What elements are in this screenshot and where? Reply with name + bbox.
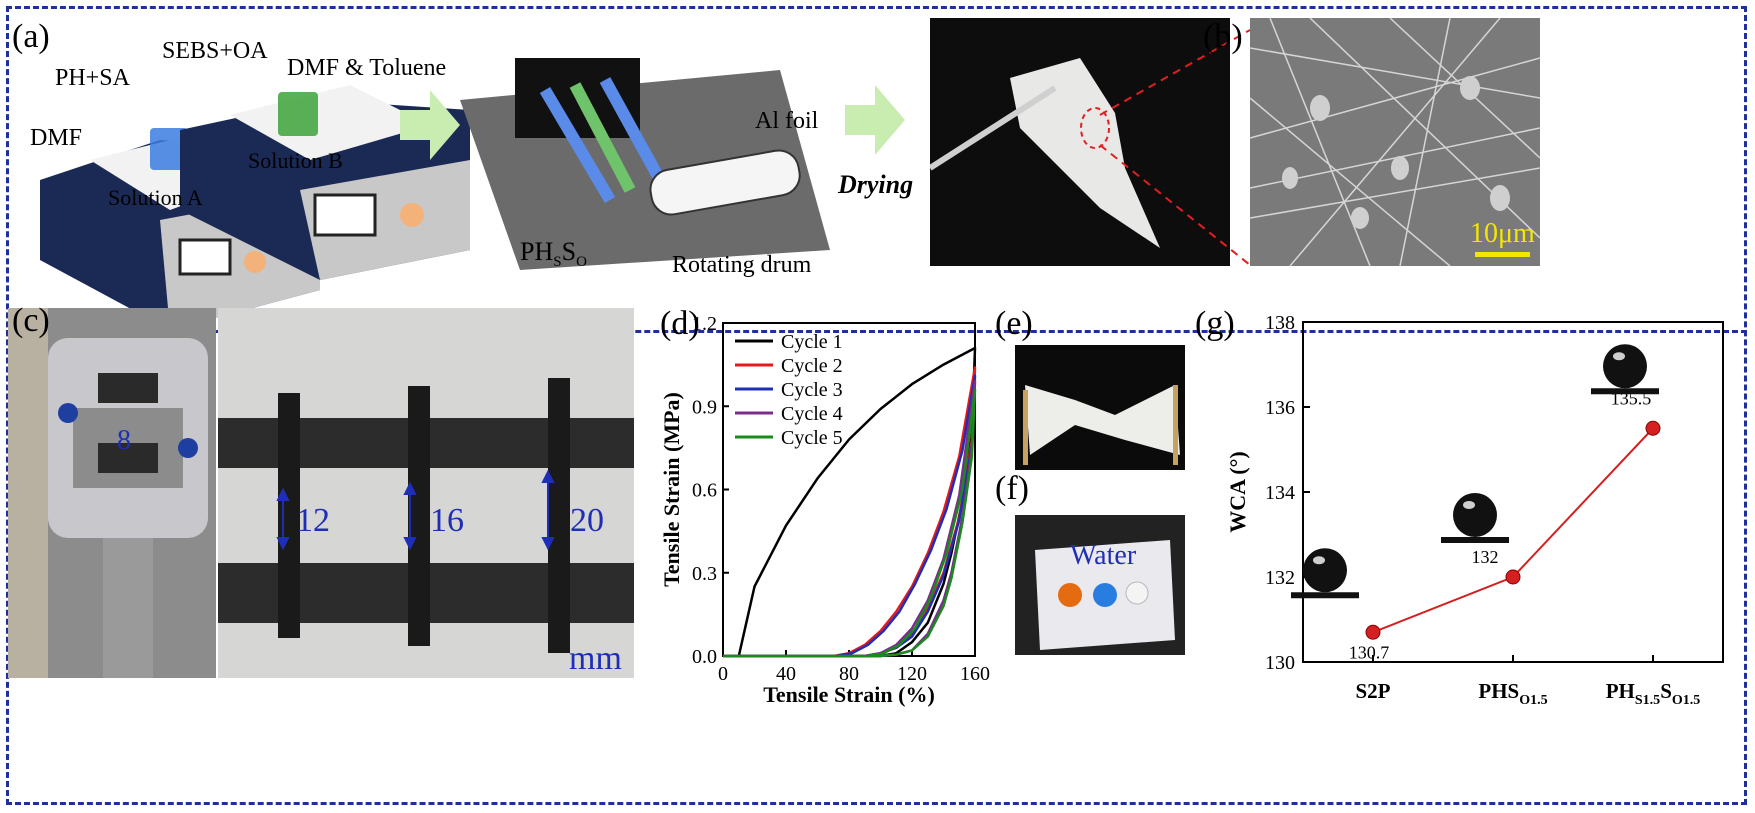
stirrer-b-knob	[400, 203, 424, 227]
x-tick-label: PHS1.5SO1.5	[1606, 679, 1701, 708]
gap-arrows	[276, 469, 555, 551]
x-tick-label: 80	[839, 663, 859, 685]
legend-label-3: Cycle 3	[781, 379, 843, 401]
panel-e-label: (e)	[995, 305, 1033, 342]
y-tick-label: 136	[1265, 397, 1295, 419]
data-label: 130.7	[1349, 642, 1390, 662]
legend-label-4: Cycle 4	[781, 403, 843, 425]
gap-12-label: 12	[296, 502, 330, 539]
data-point	[1505, 569, 1521, 585]
y-tick-label: 132	[1265, 567, 1295, 589]
beaker-b	[278, 92, 318, 136]
rotating-drum	[649, 149, 801, 216]
wca-line	[1372, 427, 1654, 634]
stirrer-b-display	[313, 193, 377, 237]
droplet-highlight	[1613, 352, 1625, 361]
water-label: Water	[1070, 540, 1137, 571]
x-axis-label: Tensile Strain (%)	[763, 682, 935, 707]
y-tick-label: 134	[1265, 482, 1295, 504]
process-arrow-1	[400, 90, 460, 160]
syringe-1	[539, 86, 616, 204]
x-tick-label: PHSO1.5	[1478, 679, 1547, 708]
plot-frame	[1302, 321, 1724, 663]
panel-a-label: (a)	[12, 18, 50, 55]
y-axis-label: Tensile Strain (MPa)	[659, 392, 684, 587]
product-label: PHSSO	[520, 237, 587, 271]
panel-b-label: (b)	[1203, 18, 1243, 55]
x-tick-label: 120	[897, 663, 927, 685]
data-point	[1645, 420, 1661, 436]
folded-membrane-photo	[1015, 345, 1185, 470]
x-tick-label: 160	[960, 663, 990, 685]
drying-label: Drying	[838, 170, 914, 199]
panel-g-label: (g)	[1195, 305, 1235, 342]
droplet-icon	[1453, 493, 1497, 537]
row-separator	[6, 330, 1747, 333]
ph-sa-label: PH+SA	[55, 65, 130, 91]
syringe-2	[569, 82, 636, 193]
dmf-label: DMF	[30, 125, 83, 151]
y-tick-label: 0.3	[692, 563, 717, 585]
gap-8-label: 8	[117, 425, 131, 456]
data-label: 132	[1472, 547, 1499, 567]
substrate-icon	[1291, 592, 1359, 599]
stirrer-a-knob	[244, 251, 266, 273]
gap-20-label: 20	[570, 502, 604, 539]
legend-label-2: Cycle 2	[781, 355, 843, 377]
electrospinning-schematic	[40, 58, 905, 330]
gap-16-label: 16	[430, 502, 464, 539]
sebs-oa-label: SEBS+OA	[162, 38, 268, 64]
stirrer-a-display	[178, 238, 232, 276]
y-tick-label: 0.6	[692, 480, 717, 502]
x-tick-label: 0	[718, 663, 728, 685]
data-point	[1365, 624, 1381, 640]
panel-c-label: (c)	[12, 302, 50, 339]
figure-border	[6, 6, 1747, 805]
droplet-highlight	[1313, 556, 1325, 565]
y-axis-label: WCA (°)	[1225, 451, 1250, 533]
droplet-icon	[1303, 548, 1347, 593]
x-tick-label: S2P	[1355, 679, 1390, 703]
stirrer-b-front	[300, 160, 470, 280]
rotating-drum-label: Rotating drum	[672, 252, 812, 278]
panel-d-label: (d)	[660, 305, 700, 342]
panel-f-label: (f)	[995, 470, 1029, 507]
water-droplet-photo	[1015, 515, 1185, 655]
series-line-5	[723, 388, 977, 658]
zoom-lines	[1099, 29, 1251, 266]
membrane-photo	[930, 18, 1230, 266]
process-arrow-2	[845, 85, 905, 155]
legend-label-5: Cycle 5	[781, 427, 843, 449]
stretch-sequence-photo	[218, 308, 634, 678]
sem-image	[1250, 18, 1540, 266]
x-tick-label: 40	[776, 663, 796, 685]
substrate-icon	[1441, 537, 1509, 543]
plot-frame	[722, 322, 976, 657]
y-tick-label: 0.0	[692, 646, 717, 668]
droplet-highlight	[1463, 501, 1475, 509]
al-foil-label: Al foil	[755, 108, 819, 134]
y-tick-label: 0.9	[692, 396, 717, 418]
y-tick-label: 1.2	[692, 313, 717, 335]
dmf-toluene-label: DMF & Toluene	[287, 55, 447, 81]
y-tick-label: 130	[1265, 652, 1295, 674]
droplet-icon	[1603, 344, 1647, 389]
solution-b-label: Solution B	[248, 148, 343, 173]
scale-bar-label: 10μm	[1470, 218, 1535, 249]
beaker-a	[150, 128, 188, 170]
legend-label-1: Cycle 1	[781, 331, 843, 353]
series-line-4	[723, 380, 977, 658]
substrate-icon	[1591, 388, 1659, 395]
syringe-3	[599, 77, 666, 183]
solution-a-label: Solution A	[108, 185, 203, 210]
unit-label: mm	[569, 640, 622, 677]
tensile-machine-photo	[8, 308, 216, 678]
y-tick-label: 138	[1265, 312, 1295, 334]
